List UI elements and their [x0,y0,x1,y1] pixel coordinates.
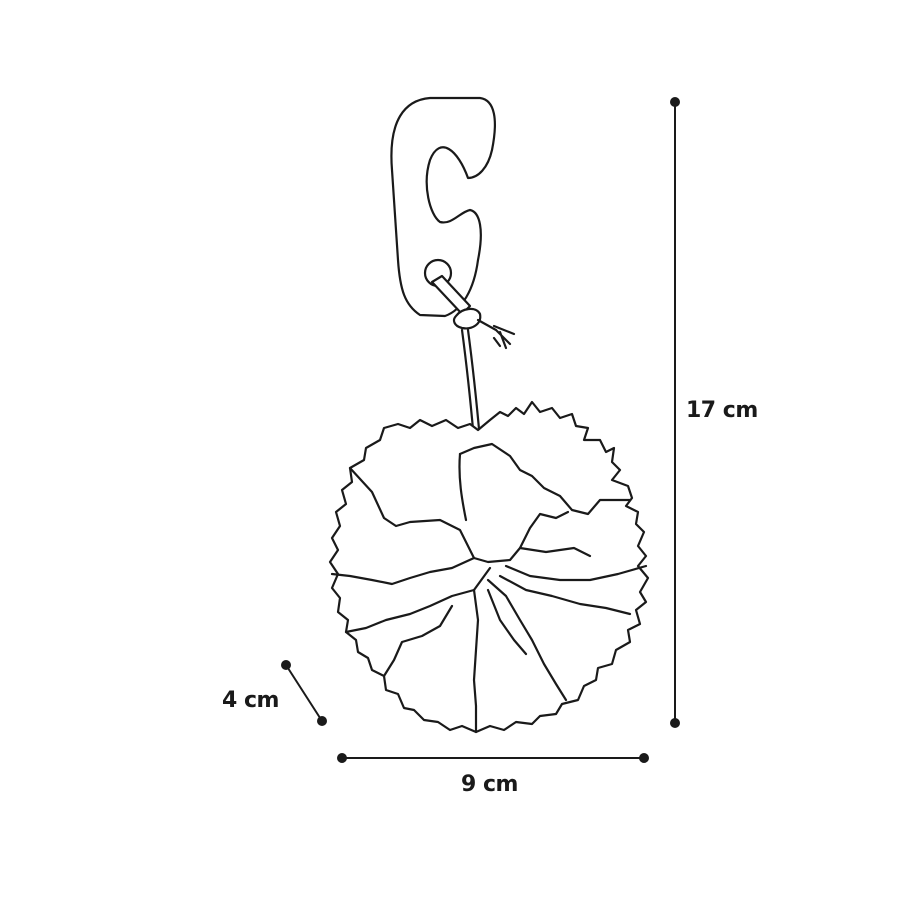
depth-dimension-line [281,660,327,726]
height-dimension-line [670,97,680,728]
pom-ball-icon [328,400,650,734]
depth-label: 4 cm [222,688,279,713]
toggle-peg-icon [430,274,516,350]
width-label: 9 cm [461,772,518,797]
width-dimension-line [337,753,649,763]
height-label: 17 cm [686,398,758,423]
